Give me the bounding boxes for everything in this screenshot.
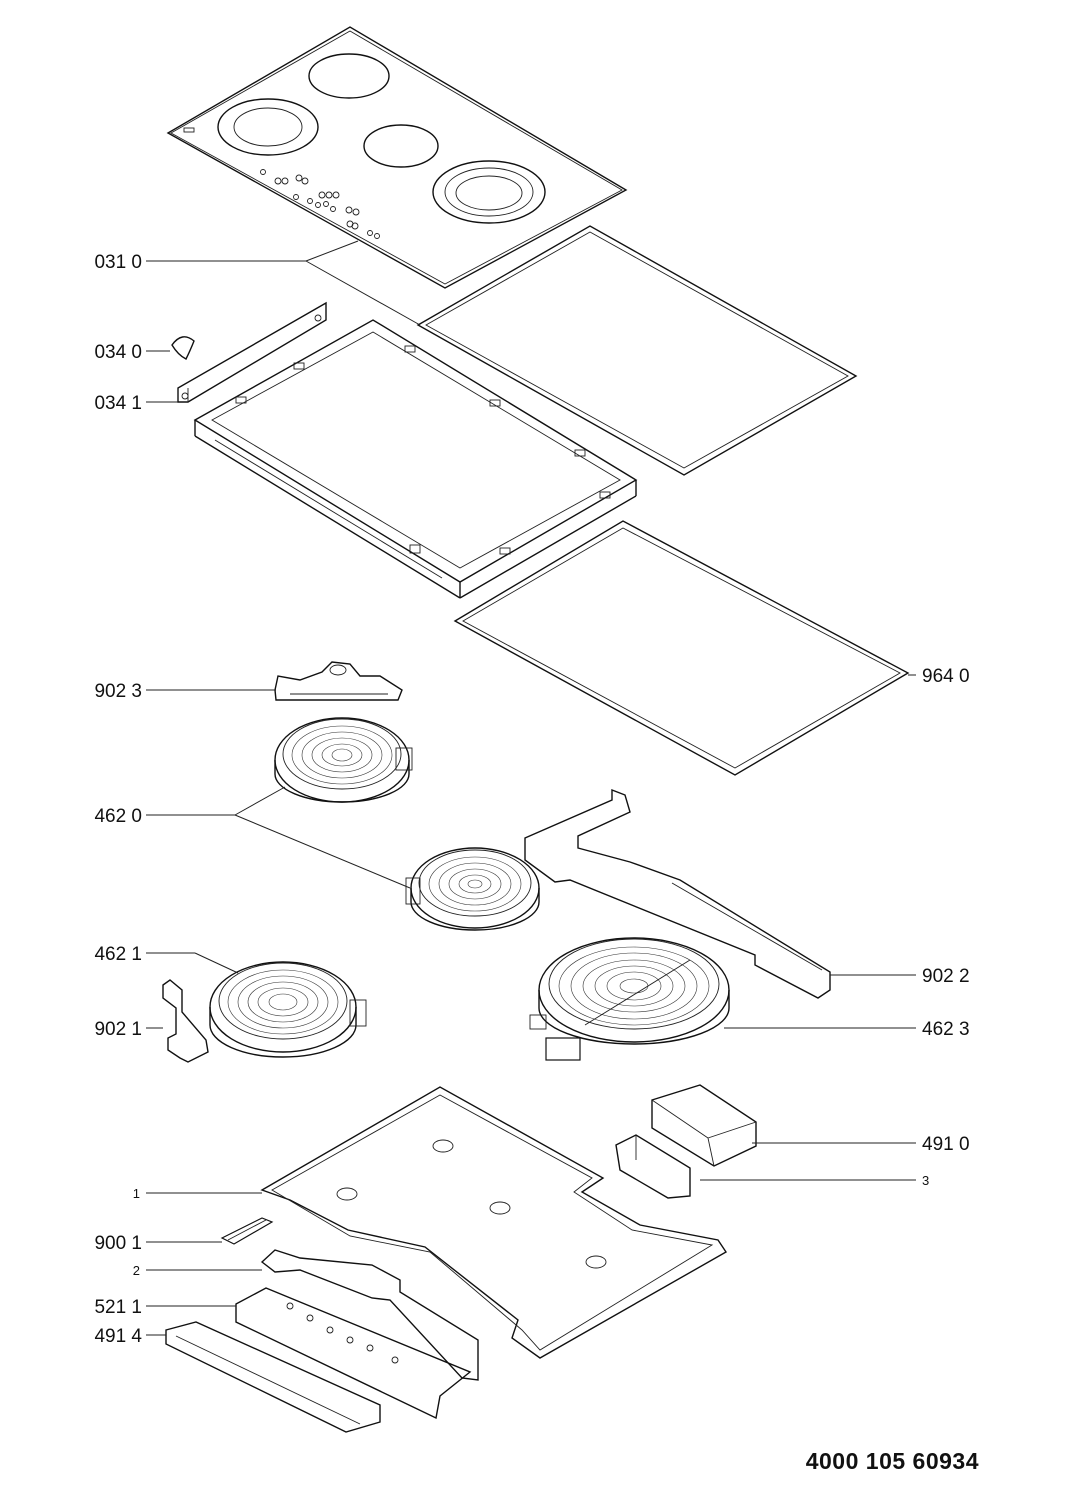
radiant-heater-small-b bbox=[405, 847, 540, 931]
bottom-gasket bbox=[453, 520, 910, 776]
callout-900-1: 900 1 bbox=[94, 1233, 142, 1254]
heater-bracket-long bbox=[524, 788, 831, 999]
control-bracket bbox=[260, 1249, 479, 1381]
radiant-heater-small-a bbox=[274, 717, 413, 803]
base-plate bbox=[260, 1086, 727, 1359]
document-number: 4000 105 60934 bbox=[805, 1448, 979, 1474]
callout-1: 1 bbox=[133, 1186, 140, 1201]
callout-491-4: 491 4 bbox=[94, 1326, 142, 1347]
glass-seal-frame bbox=[416, 225, 858, 476]
callout-031-0: 031 0 bbox=[94, 252, 142, 273]
callout-462-0: 462 0 bbox=[94, 806, 142, 827]
cable-holder bbox=[220, 1217, 274, 1245]
radiant-heater-medium bbox=[209, 961, 367, 1058]
callout-902-3: 902 3 bbox=[94, 681, 142, 702]
callout-902-2: 902 2 bbox=[922, 966, 970, 987]
callout-034-1: 034 1 bbox=[94, 393, 142, 414]
callout-491-0: 491 0 bbox=[922, 1134, 970, 1155]
callout-034-0: 034 0 bbox=[94, 342, 142, 363]
heater-bracket-top bbox=[274, 661, 403, 701]
hob-frame bbox=[193, 319, 638, 599]
cable-clip bbox=[171, 336, 195, 360]
callout-902-1: 902 1 bbox=[94, 1019, 142, 1040]
terminal-block-cover bbox=[651, 1084, 757, 1167]
leader-lines bbox=[146, 240, 916, 1336]
callout-3: 3 bbox=[922, 1173, 929, 1188]
callout-labels: 031 0 034 0 034 1 902 3 964 0 462 0 462 … bbox=[94, 252, 969, 1347]
callout-462-3: 462 3 bbox=[922, 1019, 970, 1040]
heater-bracket-side bbox=[162, 979, 209, 1063]
ceramic-glass-top bbox=[166, 26, 628, 289]
callout-521-1: 521 1 bbox=[94, 1297, 142, 1318]
terminal-bracket bbox=[615, 1134, 691, 1199]
callout-462-1: 462 1 bbox=[94, 944, 142, 965]
control-board bbox=[235, 1287, 472, 1420]
radiant-heater-large bbox=[529, 937, 730, 1061]
callout-964-0: 964 0 bbox=[922, 666, 970, 687]
side-bracket bbox=[177, 301, 327, 403]
callout-2: 2 bbox=[133, 1263, 140, 1278]
control-frame bbox=[165, 1321, 381, 1433]
